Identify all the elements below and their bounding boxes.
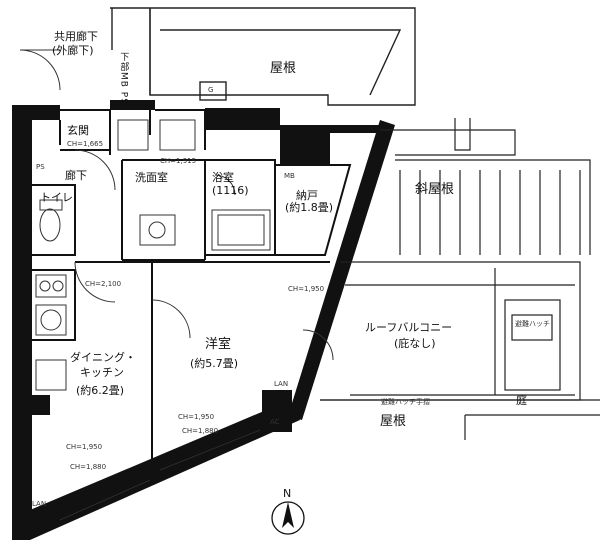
common-corridor-label: 共用廊下: [54, 30, 98, 43]
dining-size-label: (約6.2畳): [76, 384, 125, 397]
vertical-ps-label: 下部MB PS: [118, 52, 129, 105]
ch-western: CH=1,950: [288, 285, 325, 293]
garden-label: 庭: [516, 394, 527, 407]
dining-label-1: ダイニング・: [70, 351, 136, 364]
lan-label-2: LAN: [274, 380, 289, 388]
ch-hall: CH=1,915: [160, 157, 197, 165]
mb-label: MB: [284, 172, 295, 180]
roof-balcony-label: ルーフバルコニー: [365, 321, 453, 334]
exterior-walls: [12, 100, 395, 540]
hallway-label: 廊下: [65, 169, 87, 182]
entrance-label: 玄関: [67, 124, 89, 137]
ch-bottom-2: CH=1,880: [182, 427, 219, 435]
slope-roof-label: 斜屋根: [415, 182, 455, 197]
hatch-label: 避難ハッチ: [515, 320, 550, 328]
ch-bottom-3: CH=1,950: [66, 443, 103, 451]
roof-balcony-outline: [320, 118, 600, 440]
washroom-label: 洗面室: [135, 171, 168, 184]
western-size-label: (約5.7畳): [190, 357, 239, 370]
lan-label-1: LAN: [32, 500, 47, 508]
bath-label: 浴室: [212, 171, 234, 184]
roof-top-label: 屋根: [270, 61, 297, 76]
ch-entrance: CH=1,665: [67, 140, 104, 148]
ps-label: PS: [36, 163, 45, 171]
fixtures: [19, 49, 334, 521]
interior-walls: [32, 109, 352, 470]
roof-balcony-note: (庇なし): [394, 337, 436, 350]
ac-label: AC: [270, 418, 280, 426]
dining-label-2: キッチン: [80, 366, 124, 379]
outer-corridor-label: (外廊下): [52, 44, 94, 57]
ch-bottom-4: CH=1,880: [70, 463, 107, 471]
storage-label: 納戸: [296, 189, 318, 202]
g-label: G: [208, 86, 214, 94]
bath-size-label: (1116): [212, 184, 249, 197]
top-roof-outline: [110, 7, 416, 106]
roof-bottom-label: 屋根: [380, 414, 407, 429]
storage-size-label: (約1.8畳): [285, 201, 334, 214]
toilet-label: トイレ: [40, 191, 73, 204]
ch-bottom-1: CH=1,950: [178, 413, 215, 421]
compass: [271, 501, 305, 535]
ch-dining: CH=2,100: [85, 280, 122, 288]
western-label: 洋室: [205, 337, 232, 352]
rel-line-label: 避難ハッチ手摺: [381, 398, 430, 406]
compass-north: N: [283, 487, 292, 500]
